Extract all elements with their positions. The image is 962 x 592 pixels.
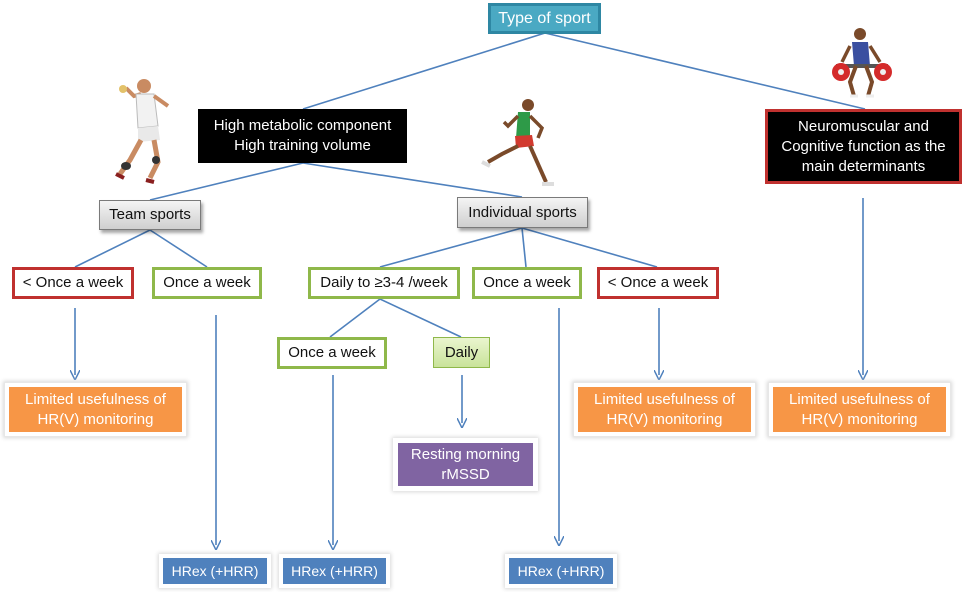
edge-team-to-once	[149, 229, 208, 268]
runner-figure	[481, 99, 554, 186]
team-lt-once-node: < Once a week	[12, 267, 134, 299]
team-once-node: Once a week	[152, 267, 262, 299]
limited-usefulness-right: Limited usefulness of HR(V) monitoring	[768, 382, 951, 437]
edge-type-to-metabolic	[302, 32, 546, 110]
edge-metabolic-to-individual	[302, 162, 523, 198]
high-metabolic-node: High metabolic component High training v…	[198, 109, 407, 163]
edge-daily34-to-daily	[379, 298, 462, 338]
hrex-node-2: HRex (+HRR)	[283, 558, 386, 584]
weightlifter-figure	[832, 28, 892, 98]
limited-usefulness-left: Limited usefulness of HR(V) monitoring	[4, 382, 187, 437]
edge-ind-to-once	[521, 227, 527, 268]
edge-team-to-lt-once	[74, 229, 151, 268]
edge-type-to-neuromuscular	[544, 32, 866, 110]
neuromuscular-node: Neuromuscular and Cognitive function as …	[765, 109, 962, 184]
ind-lt-once-node: < Once a week	[597, 267, 719, 299]
edge-ind-to-daily34	[379, 227, 523, 268]
limited-usefulness-mid: Limited usefulness of HR(V) monitoring	[573, 382, 756, 437]
sub-once-node: Once a week	[277, 337, 387, 369]
edge-metabolic-to-team	[149, 162, 304, 201]
type-of-sport-node: Type of sport	[488, 3, 601, 34]
handball-player-figure	[115, 79, 170, 184]
edge-ind-to-lt-once	[521, 227, 658, 268]
individual-sports-node: Individual sports	[457, 197, 588, 228]
resting-rmssd-node: Resting morning rMSSD	[398, 443, 533, 486]
edge-daily34-to-once	[329, 298, 381, 338]
sub-daily-node: Daily	[433, 337, 490, 368]
ind-daily-3-4-node: Daily to ≥3-4 /week	[308, 267, 460, 299]
ind-once-node: Once a week	[472, 267, 582, 299]
hrex-node-1: HRex (+HRR)	[163, 558, 267, 584]
hrex-node-3: HRex (+HRR)	[509, 558, 613, 584]
team-sports-node: Team sports	[99, 200, 201, 230]
